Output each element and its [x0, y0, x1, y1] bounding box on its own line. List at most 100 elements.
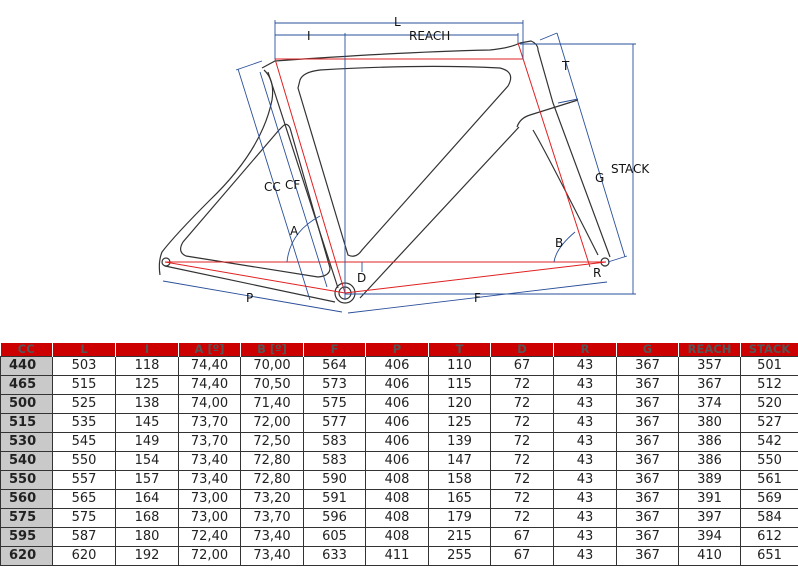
size-cell: 530	[0, 432, 53, 452]
table-cell: 406	[365, 451, 429, 471]
column-header: CC	[0, 343, 53, 357]
table-cell: 573	[303, 375, 366, 395]
table-cell: 545	[52, 432, 116, 452]
size-cell: 560	[0, 489, 53, 509]
table-cell: 527	[740, 413, 798, 433]
table-cell: 71,40	[240, 394, 304, 414]
table-cell: 587	[52, 527, 116, 547]
table-cell: 564	[303, 356, 366, 376]
reference-lines	[164, 42, 607, 294]
table-cell: 367	[616, 394, 679, 414]
table-cell: 575	[52, 508, 116, 528]
table-cell: 408	[365, 470, 429, 490]
size-cell: 500	[0, 394, 53, 414]
table-cell: 67	[490, 527, 554, 547]
table-cell: 73,00	[178, 508, 241, 528]
table-cell: 255	[428, 546, 491, 566]
table-cell: 411	[365, 546, 429, 566]
column-header: I	[115, 343, 179, 357]
table-cell: 72	[490, 508, 554, 528]
table-cell: 557	[52, 470, 116, 490]
table-cell: 154	[115, 451, 179, 471]
label-cf: CF	[285, 178, 300, 192]
table-cell: 72	[490, 394, 554, 414]
label-reach: REACH	[409, 29, 450, 43]
seat-tube-outline	[267, 71, 339, 289]
table-cell: 43	[553, 375, 617, 395]
table-cell: 72	[490, 470, 554, 490]
dimension-labels: L I REACH T STACK G CC CF A B D R P F	[246, 15, 650, 305]
column-header: STACK	[740, 343, 798, 357]
table-cell: 605	[303, 527, 366, 547]
table-cell: 157	[115, 470, 179, 490]
table-cell: 406	[365, 356, 429, 376]
table-cell: 43	[553, 546, 617, 566]
table-cell: 115	[428, 375, 491, 395]
table-cell: 367	[616, 546, 679, 566]
table-cell: 397	[678, 508, 741, 528]
table-cell: 73,40	[178, 451, 241, 471]
size-cell: 465	[0, 375, 53, 395]
frame-outline	[158, 40, 611, 304]
table-cell: 110	[428, 356, 491, 376]
table-cell: 70,00	[240, 356, 304, 376]
table-cell: 406	[365, 375, 429, 395]
table-cell: 367	[616, 375, 679, 395]
table-cell: 651	[740, 546, 798, 566]
table-cell: 43	[553, 451, 617, 471]
table-cell: 367	[616, 470, 679, 490]
table-cell: 43	[553, 394, 617, 414]
table-cell: 584	[740, 508, 798, 528]
table-cell: 408	[365, 527, 429, 547]
table-cell: 74,00	[178, 394, 241, 414]
table-cell: 525	[52, 394, 116, 414]
table-cell: 406	[365, 413, 429, 433]
table-cell: 72,50	[240, 432, 304, 452]
top-tube-outline	[261, 40, 611, 258]
table-cell: 145	[115, 413, 179, 433]
table-cell: 386	[678, 451, 741, 471]
table-cell: 147	[428, 451, 491, 471]
chainstay-outline	[164, 265, 336, 303]
column-header: P	[365, 343, 429, 357]
label-f: F	[474, 291, 481, 305]
frame-geometry-diagram: L I REACH T STACK G CC CF A B D R P F	[158, 15, 650, 314]
size-cell: 515	[0, 413, 53, 433]
table-cell: 515	[52, 375, 116, 395]
size-cell: 575	[0, 508, 53, 528]
table-cell: 410	[678, 546, 741, 566]
table-cell: 73,70	[178, 413, 241, 433]
label-g: G	[595, 171, 604, 185]
table-cell: 179	[428, 508, 491, 528]
table-cell: 367	[616, 413, 679, 433]
table-cell: 408	[365, 489, 429, 509]
table-cell: 73,20	[240, 489, 304, 509]
table-cell: 394	[678, 527, 741, 547]
table-cell: 386	[678, 432, 741, 452]
table-cell: 215	[428, 527, 491, 547]
table-cell: 72	[490, 413, 554, 433]
table-cell: 542	[740, 432, 798, 452]
table-cell: 74,40	[178, 375, 241, 395]
table-cell: 67	[490, 546, 554, 566]
seat-stay-outline	[158, 69, 274, 276]
column-header: B [º]	[240, 343, 304, 357]
table-cell: 192	[115, 546, 179, 566]
table-cell: 591	[303, 489, 366, 509]
table-cell: 408	[365, 508, 429, 528]
table-cell: 367	[678, 375, 741, 395]
table-cell: 73,40	[240, 546, 304, 566]
table-cell: 72,80	[240, 451, 304, 471]
table-cell: 125	[115, 375, 179, 395]
table-cell: 575	[303, 394, 366, 414]
column-header: G	[616, 343, 679, 357]
table-cell: 125	[428, 413, 491, 433]
